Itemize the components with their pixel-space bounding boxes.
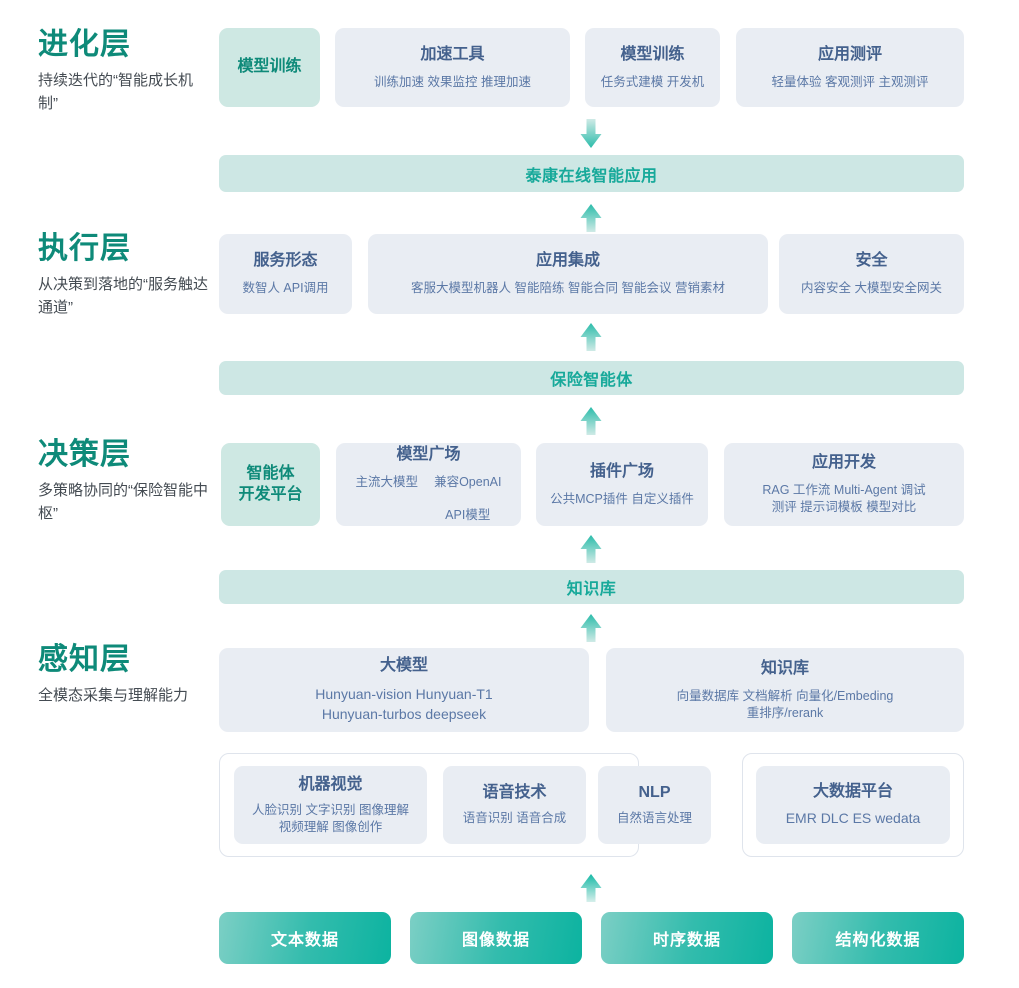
arrow-down-icon — [578, 119, 604, 149]
subitem-line1: 兼容OpenAI — [434, 474, 502, 489]
layer-description: 持续迭代的“智能成长机制” — [38, 72, 193, 113]
card-subtitle: 轻量体验 客观测评 主观测评 — [771, 74, 929, 89]
chip-image-data[interactable]: 图像数据 — [410, 912, 582, 964]
card-subtitle: 训练加速 效果监控 推理加速 — [374, 74, 531, 89]
card-subtitle: Hunyuan-vision Hunyuan-T1 Hunyuan-turbos… — [315, 685, 493, 722]
card-title: 加速工具 — [420, 45, 485, 63]
card-title: 服务形态 — [253, 252, 318, 270]
card-big-data-platform[interactable]: 大数据平台 EMR DLC ES wedata — [756, 766, 950, 844]
layer-title: 进化层 — [38, 28, 131, 61]
arrow-up-icon — [578, 322, 604, 352]
card-model-training-highlight[interactable]: 模型训练 — [219, 28, 320, 107]
card-subtitle: EMR DLC ES wedata — [785, 810, 921, 827]
layer-caption-evolution: 进化层 持续迭代的“智能成长机制” — [38, 28, 210, 116]
card-subitems: 主流大模型 兼容OpenAI API模型 — [356, 474, 502, 525]
card-subtitle: 客服大模型机器人 智能陪练 智能合同 智能会议 营销素材 — [411, 281, 725, 296]
card-subtitle: 自然语言处理 — [616, 811, 692, 826]
card-application-development[interactable]: 应用开发 RAG 工作流 Multi-Agent 调试 测评 提示词模板 模型对… — [724, 443, 964, 526]
card-acceleration-tools[interactable]: 加速工具 训练加速 效果监控 推理加速 — [335, 28, 570, 107]
card-title: 知识库 — [760, 659, 809, 677]
banner-insurance-agent[interactable]: 保险智能体 — [219, 361, 964, 395]
card-subtitle: 数智人 API调用 — [242, 281, 329, 296]
chip-timeseries-data[interactable]: 时序数据 — [601, 912, 773, 964]
layer-title: 感知层 — [38, 643, 131, 676]
card-title: 安全 — [855, 252, 888, 270]
card-agent-dev-platform-highlight[interactable]: 智能体 开发平台 — [221, 443, 320, 526]
card-subtitle: 人脸识别 文字识别 图像理解 视频理解 图像创作 — [252, 802, 409, 834]
banner-taikang-online-ai-application[interactable]: 泰康在线智能应用 — [219, 155, 964, 192]
banner-knowledge-base[interactable]: 知识库 — [219, 570, 964, 604]
subitem-line2: API模型 — [445, 508, 491, 523]
card-service-form[interactable]: 服务形态 数智人 API调用 — [219, 234, 352, 314]
arrow-up-icon — [578, 534, 604, 564]
layer-caption-perception: 感知层 全模态采集与理解能力 — [38, 643, 210, 707]
arrow-up-icon — [578, 613, 604, 643]
chip-text-data[interactable]: 文本数据 — [219, 912, 391, 964]
card-large-models[interactable]: 大模型 Hunyuan-vision Hunyuan-T1 Hunyuan-tu… — [219, 648, 589, 732]
card-model-training[interactable]: 模型训练 任务式建模 开发机 — [585, 28, 720, 107]
layer-caption-decision: 决策层 多策略协同的“保险智能中枢” — [38, 438, 210, 526]
card-knowledge-base[interactable]: 知识库 向量数据库 文档解析 向量化/Embeding 重排序/rerank — [606, 648, 964, 732]
arrow-up-icon — [578, 406, 604, 436]
card-title: 模型训练 — [620, 45, 685, 63]
card-plugin-plaza[interactable]: 插件广场 公共MCP插件 自定义插件 — [536, 443, 708, 526]
card-title: 模型广场 — [396, 445, 461, 463]
card-title: 模型训练 — [237, 58, 302, 76]
card-title: 机器视觉 — [298, 775, 363, 793]
card-subtitle: 语音识别 语音合成 — [462, 811, 567, 826]
card-model-plaza[interactable]: 模型广场 主流大模型 兼容OpenAI API模型 — [336, 443, 521, 526]
card-subtitle: RAG 工作流 Multi-Agent 调试 测评 提示词模板 模型对比 — [762, 483, 926, 514]
card-title-line2: 开发平台 — [238, 485, 303, 503]
card-title: NLP — [638, 784, 671, 802]
card-application-integration[interactable]: 应用集成 客服大模型机器人 智能陪练 智能合同 智能会议 营销素材 — [368, 234, 768, 314]
card-security[interactable]: 安全 内容安全 大模型安全网关 — [779, 234, 964, 314]
card-title: 大模型 — [379, 656, 428, 674]
subitem-openai-compatible: 兼容OpenAI API模型 — [434, 474, 501, 525]
card-machine-vision[interactable]: 机器视觉 人脸识别 文字识别 图像理解 视频理解 图像创作 — [234, 766, 427, 844]
card-title: 语音技术 — [482, 784, 547, 802]
subitem-mainstream-models: 主流大模型 — [355, 474, 419, 489]
card-title: 大数据平台 — [812, 783, 893, 801]
card-title: 应用集成 — [535, 252, 600, 270]
card-subtitle: 向量数据库 文档解析 向量化/Embeding 重排序/rerank — [676, 688, 894, 720]
card-nlp[interactable]: NLP 自然语言处理 — [598, 766, 711, 844]
layer-title: 执行层 — [38, 232, 131, 265]
arrow-up-icon — [578, 203, 604, 233]
layer-description: 从决策到落地的“服务触达通道” — [38, 276, 208, 317]
card-title: 应用测评 — [817, 45, 882, 63]
chip-structured-data[interactable]: 结构化数据 — [792, 912, 964, 964]
card-title-line1: 智能体 — [246, 464, 295, 482]
layer-title: 决策层 — [38, 438, 131, 471]
card-subtitle: 公共MCP插件 自定义插件 — [550, 491, 694, 506]
card-speech-technology[interactable]: 语音技术 语音识别 语音合成 — [443, 766, 586, 844]
card-title: 插件广场 — [589, 462, 654, 480]
layer-description: 多策略协同的“保险智能中枢” — [38, 482, 208, 523]
card-title: 应用开发 — [811, 454, 876, 472]
card-subtitle: 任务式建模 开发机 — [600, 74, 705, 89]
card-subtitle: 内容安全 大模型安全网关 — [801, 281, 942, 296]
arrow-up-icon — [578, 873, 604, 903]
card-application-evaluation[interactable]: 应用测评 轻量体验 客观测评 主观测评 — [736, 28, 964, 107]
layer-description: 全模态采集与理解能力 — [38, 687, 189, 704]
layer-caption-execution: 执行层 从决策到落地的“服务触达通道” — [38, 232, 210, 320]
